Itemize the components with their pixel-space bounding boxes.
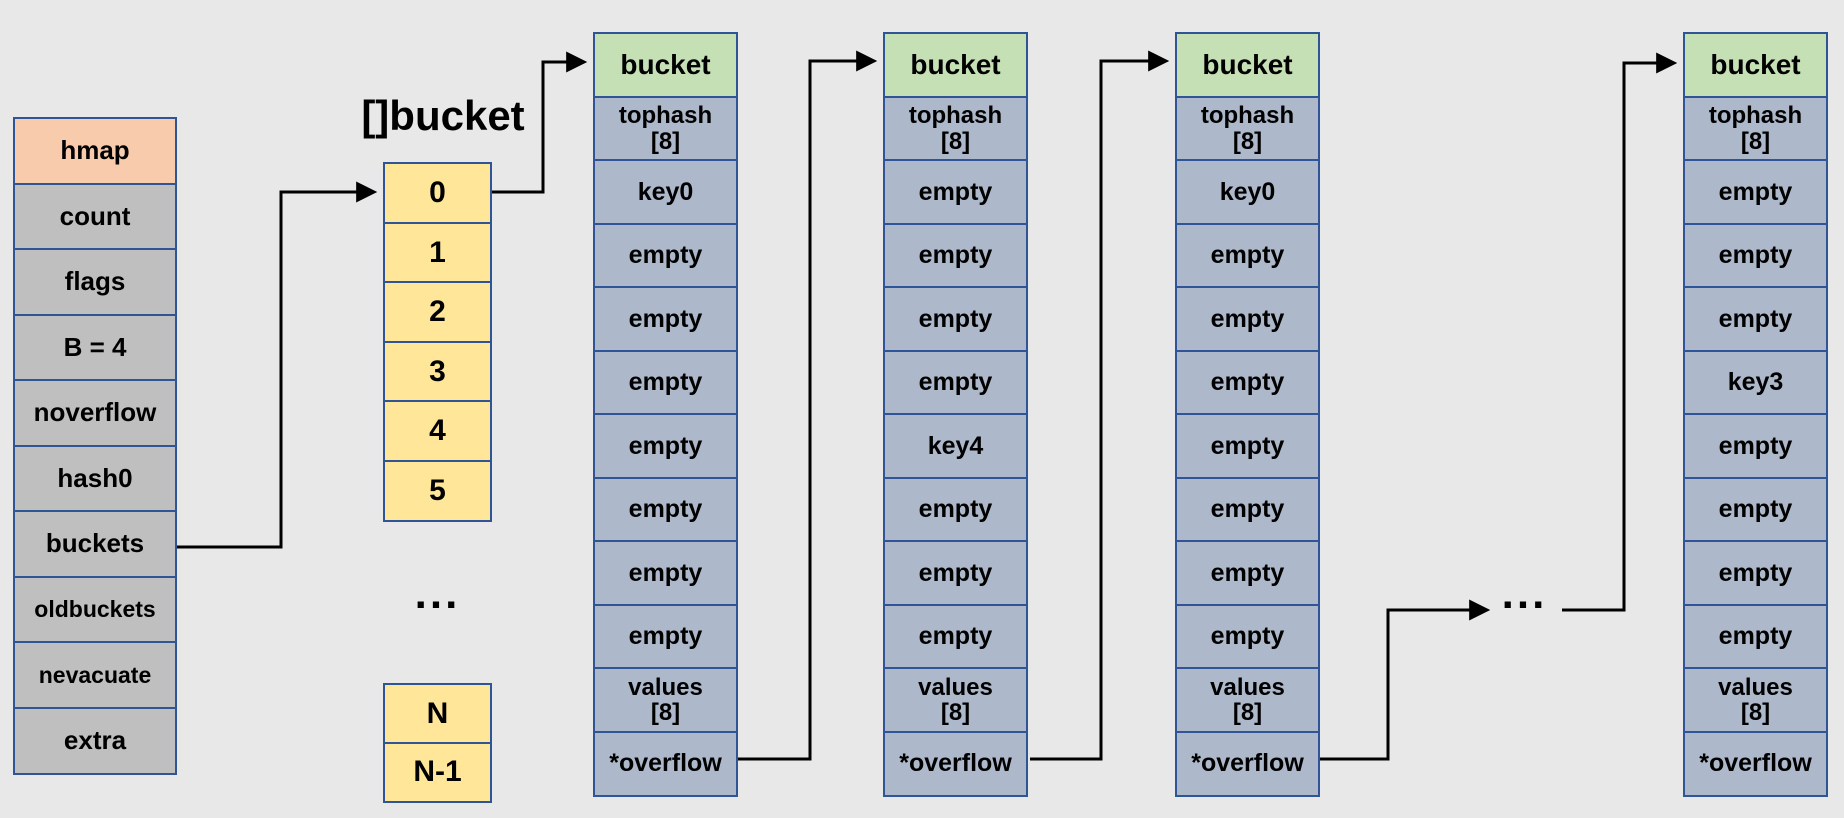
- values-label: values: [1718, 673, 1793, 701]
- bucket-3-slot-1: empty: [1175, 222, 1320, 289]
- arrow-overflow2-to-bucket3: [1030, 50, 1170, 761]
- bucket-4-slot-3: key3: [1683, 349, 1828, 416]
- bucket-4-slot-0: empty: [1683, 159, 1828, 225]
- values-size: [8]: [1232, 699, 1263, 726]
- bucket-2-header: bucket: [883, 32, 1028, 98]
- bucket-4-slot-2: empty: [1683, 286, 1828, 352]
- bucket-4-slot-4: empty: [1683, 413, 1828, 479]
- bucket-4-slot-6: empty: [1683, 540, 1828, 606]
- array-index-n-1: N-1: [383, 741, 492, 803]
- bucket-4-header: bucket: [1683, 32, 1828, 98]
- bucket-2-overflow: *overflow: [883, 730, 1028, 797]
- array-ellipsis: ...: [414, 569, 461, 618]
- bucket-4-overflow: *overflow: [1683, 730, 1828, 797]
- bucket-column-4: bucket tophash [8] empty empty empty key…: [1683, 32, 1828, 797]
- bucket-3-slot-2: empty: [1175, 286, 1320, 352]
- bucket-column-2: bucket tophash [8] empty empty empty emp…: [883, 32, 1028, 797]
- hmap-field-count: count: [13, 182, 177, 251]
- values-label: values: [1210, 673, 1285, 701]
- bucket-3-slot-7: empty: [1175, 603, 1320, 670]
- bucket-4-tophash: tophash [8]: [1683, 95, 1828, 162]
- bucket-2-slot-1: empty: [883, 222, 1028, 289]
- values-label: values: [628, 673, 703, 701]
- array-index-n: N: [383, 683, 492, 744]
- values-size: [8]: [1740, 699, 1771, 726]
- bucket-3-slot-3: empty: [1175, 349, 1320, 416]
- bucket-3-values: values [8]: [1175, 667, 1320, 733]
- bucket-1-header: bucket: [593, 32, 738, 98]
- bucket-1-slot-0: key0: [593, 159, 738, 225]
- tophash-label: tophash: [618, 102, 713, 130]
- bucket-4-slot-1: empty: [1683, 222, 1828, 289]
- values-label: values: [918, 673, 993, 701]
- arrow-ellipsis-to-bucket4: [1562, 52, 1678, 612]
- bucket-3-slot-5: empty: [1175, 476, 1320, 543]
- arrow-overflow1-to-bucket2: [738, 50, 878, 761]
- tophash-size: [8]: [650, 127, 681, 155]
- bucket-1-slot-2: empty: [593, 286, 738, 352]
- bucket-array-tail-column: N N-1: [383, 683, 492, 803]
- bucket-2-slot-6: empty: [883, 540, 1028, 606]
- hmap-field-oldbuckets: oldbuckets: [13, 575, 177, 644]
- bucket-4-values: values [8]: [1683, 667, 1828, 733]
- bucket-2-slot-7: empty: [883, 603, 1028, 670]
- tophash-size: [8]: [940, 127, 971, 155]
- bucket-2-slot-2: empty: [883, 286, 1028, 352]
- values-size: [8]: [650, 699, 681, 726]
- array-index-1: 1: [383, 221, 492, 284]
- bucket-1-slot-6: empty: [593, 540, 738, 606]
- bucket-1-tophash: tophash [8]: [593, 95, 738, 162]
- bucket-1-overflow: *overflow: [593, 730, 738, 797]
- bucket-column-1: bucket tophash [8] key0 empty empty empt…: [593, 32, 738, 797]
- tophash-label: tophash: [1200, 102, 1295, 130]
- overflow-chain-ellipsis: ...: [1501, 569, 1548, 618]
- bucket-1-values: values [8]: [593, 667, 738, 733]
- tophash-size: [8]: [1232, 127, 1263, 155]
- bucket-3-header: bucket: [1175, 32, 1320, 98]
- arrow-buckets-to-array: [177, 181, 378, 549]
- bucket-column-3: bucket tophash [8] key0 empty empty empt…: [1175, 32, 1320, 797]
- bucket-array-label: []bucket: [361, 92, 525, 139]
- bucket-2-slot-0: empty: [883, 159, 1028, 225]
- bucket-2-tophash: tophash [8]: [883, 95, 1028, 162]
- bucket-3-overflow: *overflow: [1175, 730, 1320, 797]
- hmap-field-buckets: buckets: [13, 510, 177, 578]
- bucket-1-slot-7: empty: [593, 603, 738, 670]
- bucket-4-slot-5: empty: [1683, 476, 1828, 543]
- hmap-field-hash0: hash0: [13, 444, 177, 513]
- hmap-struct-column: hmap count flags B = 4 noverflow hash0 b…: [13, 117, 177, 775]
- bucket-3-tophash: tophash [8]: [1175, 95, 1320, 162]
- bucket-2-slot-4: key4: [883, 413, 1028, 479]
- hmap-field-extra: extra: [13, 706, 177, 775]
- array-index-0: 0: [383, 162, 492, 224]
- bucket-1-slot-3: empty: [593, 349, 738, 416]
- values-size: [8]: [940, 699, 971, 726]
- bucket-3-slot-4: empty: [1175, 413, 1320, 479]
- hmap-field-noverflow: noverflow: [13, 379, 177, 447]
- bucket-1-slot-4: empty: [593, 413, 738, 479]
- bucket-1-slot-5: empty: [593, 476, 738, 543]
- array-index-4: 4: [383, 400, 492, 462]
- bucket-1-slot-1: empty: [593, 222, 738, 289]
- bucket-2-slot-5: empty: [883, 476, 1028, 543]
- bucket-2-values: values [8]: [883, 667, 1028, 733]
- bucket-3-slot-0: key0: [1175, 159, 1320, 225]
- bucket-2-slot-3: empty: [883, 349, 1028, 416]
- bucket-array-column: 0 1 2 3 4 5: [383, 162, 492, 522]
- bucket-4-slot-7: empty: [1683, 603, 1828, 670]
- arrow-overflow3-to-ellipsis: [1319, 599, 1491, 761]
- tophash-size: [8]: [1740, 127, 1771, 155]
- hmap-field-flags: flags: [13, 248, 177, 316]
- tophash-label: tophash: [908, 102, 1003, 130]
- array-index-3: 3: [383, 340, 492, 403]
- array-index-5: 5: [383, 459, 492, 522]
- array-index-2: 2: [383, 281, 492, 343]
- bucket-3-slot-6: empty: [1175, 540, 1320, 606]
- hmap-field-nevacuate: nevacuate: [13, 641, 177, 709]
- hmap-field-b: B = 4: [13, 313, 177, 382]
- tophash-label: tophash: [1708, 102, 1803, 130]
- hmap-header-cell: hmap: [13, 117, 177, 185]
